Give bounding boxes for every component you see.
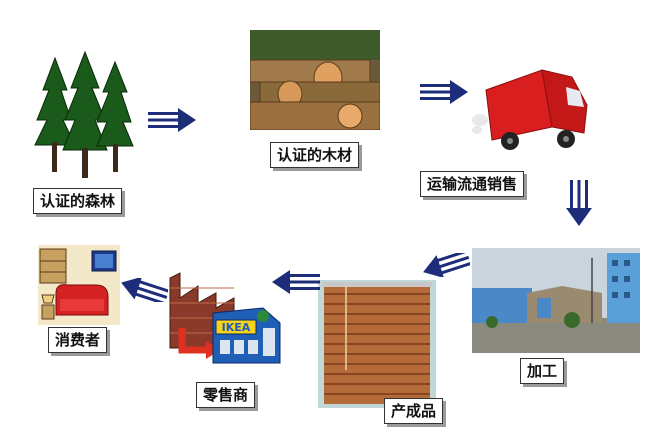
arrow-retailer-to-consumer xyxy=(121,278,168,302)
consumer-label: 消费者 xyxy=(48,327,108,353)
timber-stage: 认证的木材 xyxy=(250,30,385,170)
wooden-blind-photo xyxy=(318,280,436,408)
arrow-timber-to-transport xyxy=(420,80,468,104)
forest-stage: 认证的森林 xyxy=(25,50,145,215)
arrow-product-to-retailer xyxy=(272,270,320,294)
retailer-stage: IKEA 零售商 xyxy=(168,268,288,408)
consumer-stage: 消费者 xyxy=(38,245,133,355)
arrow-transport-to-processing xyxy=(566,180,592,226)
log-pile-photo xyxy=(250,30,380,130)
product-label: 产成品 xyxy=(384,398,444,424)
forest-trees-icon xyxy=(34,50,134,178)
red-truck-icon xyxy=(472,69,588,150)
transport-stage: 运输流通销售 xyxy=(420,65,605,200)
arrow-processing-to-product xyxy=(423,253,470,277)
retailer-label: 零售商 xyxy=(196,382,256,408)
timber-label: 认证的木材 xyxy=(270,142,360,168)
product-stage: 产成品 xyxy=(318,280,448,430)
processing-label: 加工 xyxy=(520,358,565,384)
living-room-icon xyxy=(38,245,120,325)
processing-stage: 加工 xyxy=(472,248,642,388)
ikea-sign-text: IKEA xyxy=(222,321,251,334)
ikea-store-factory-icon: IKEA xyxy=(169,272,281,364)
forest-label: 认证的森林 xyxy=(33,188,123,214)
factory-building-photo xyxy=(472,248,640,353)
arrow-forest-to-timber xyxy=(148,108,196,132)
transport-label: 运输流通销售 xyxy=(420,171,525,197)
